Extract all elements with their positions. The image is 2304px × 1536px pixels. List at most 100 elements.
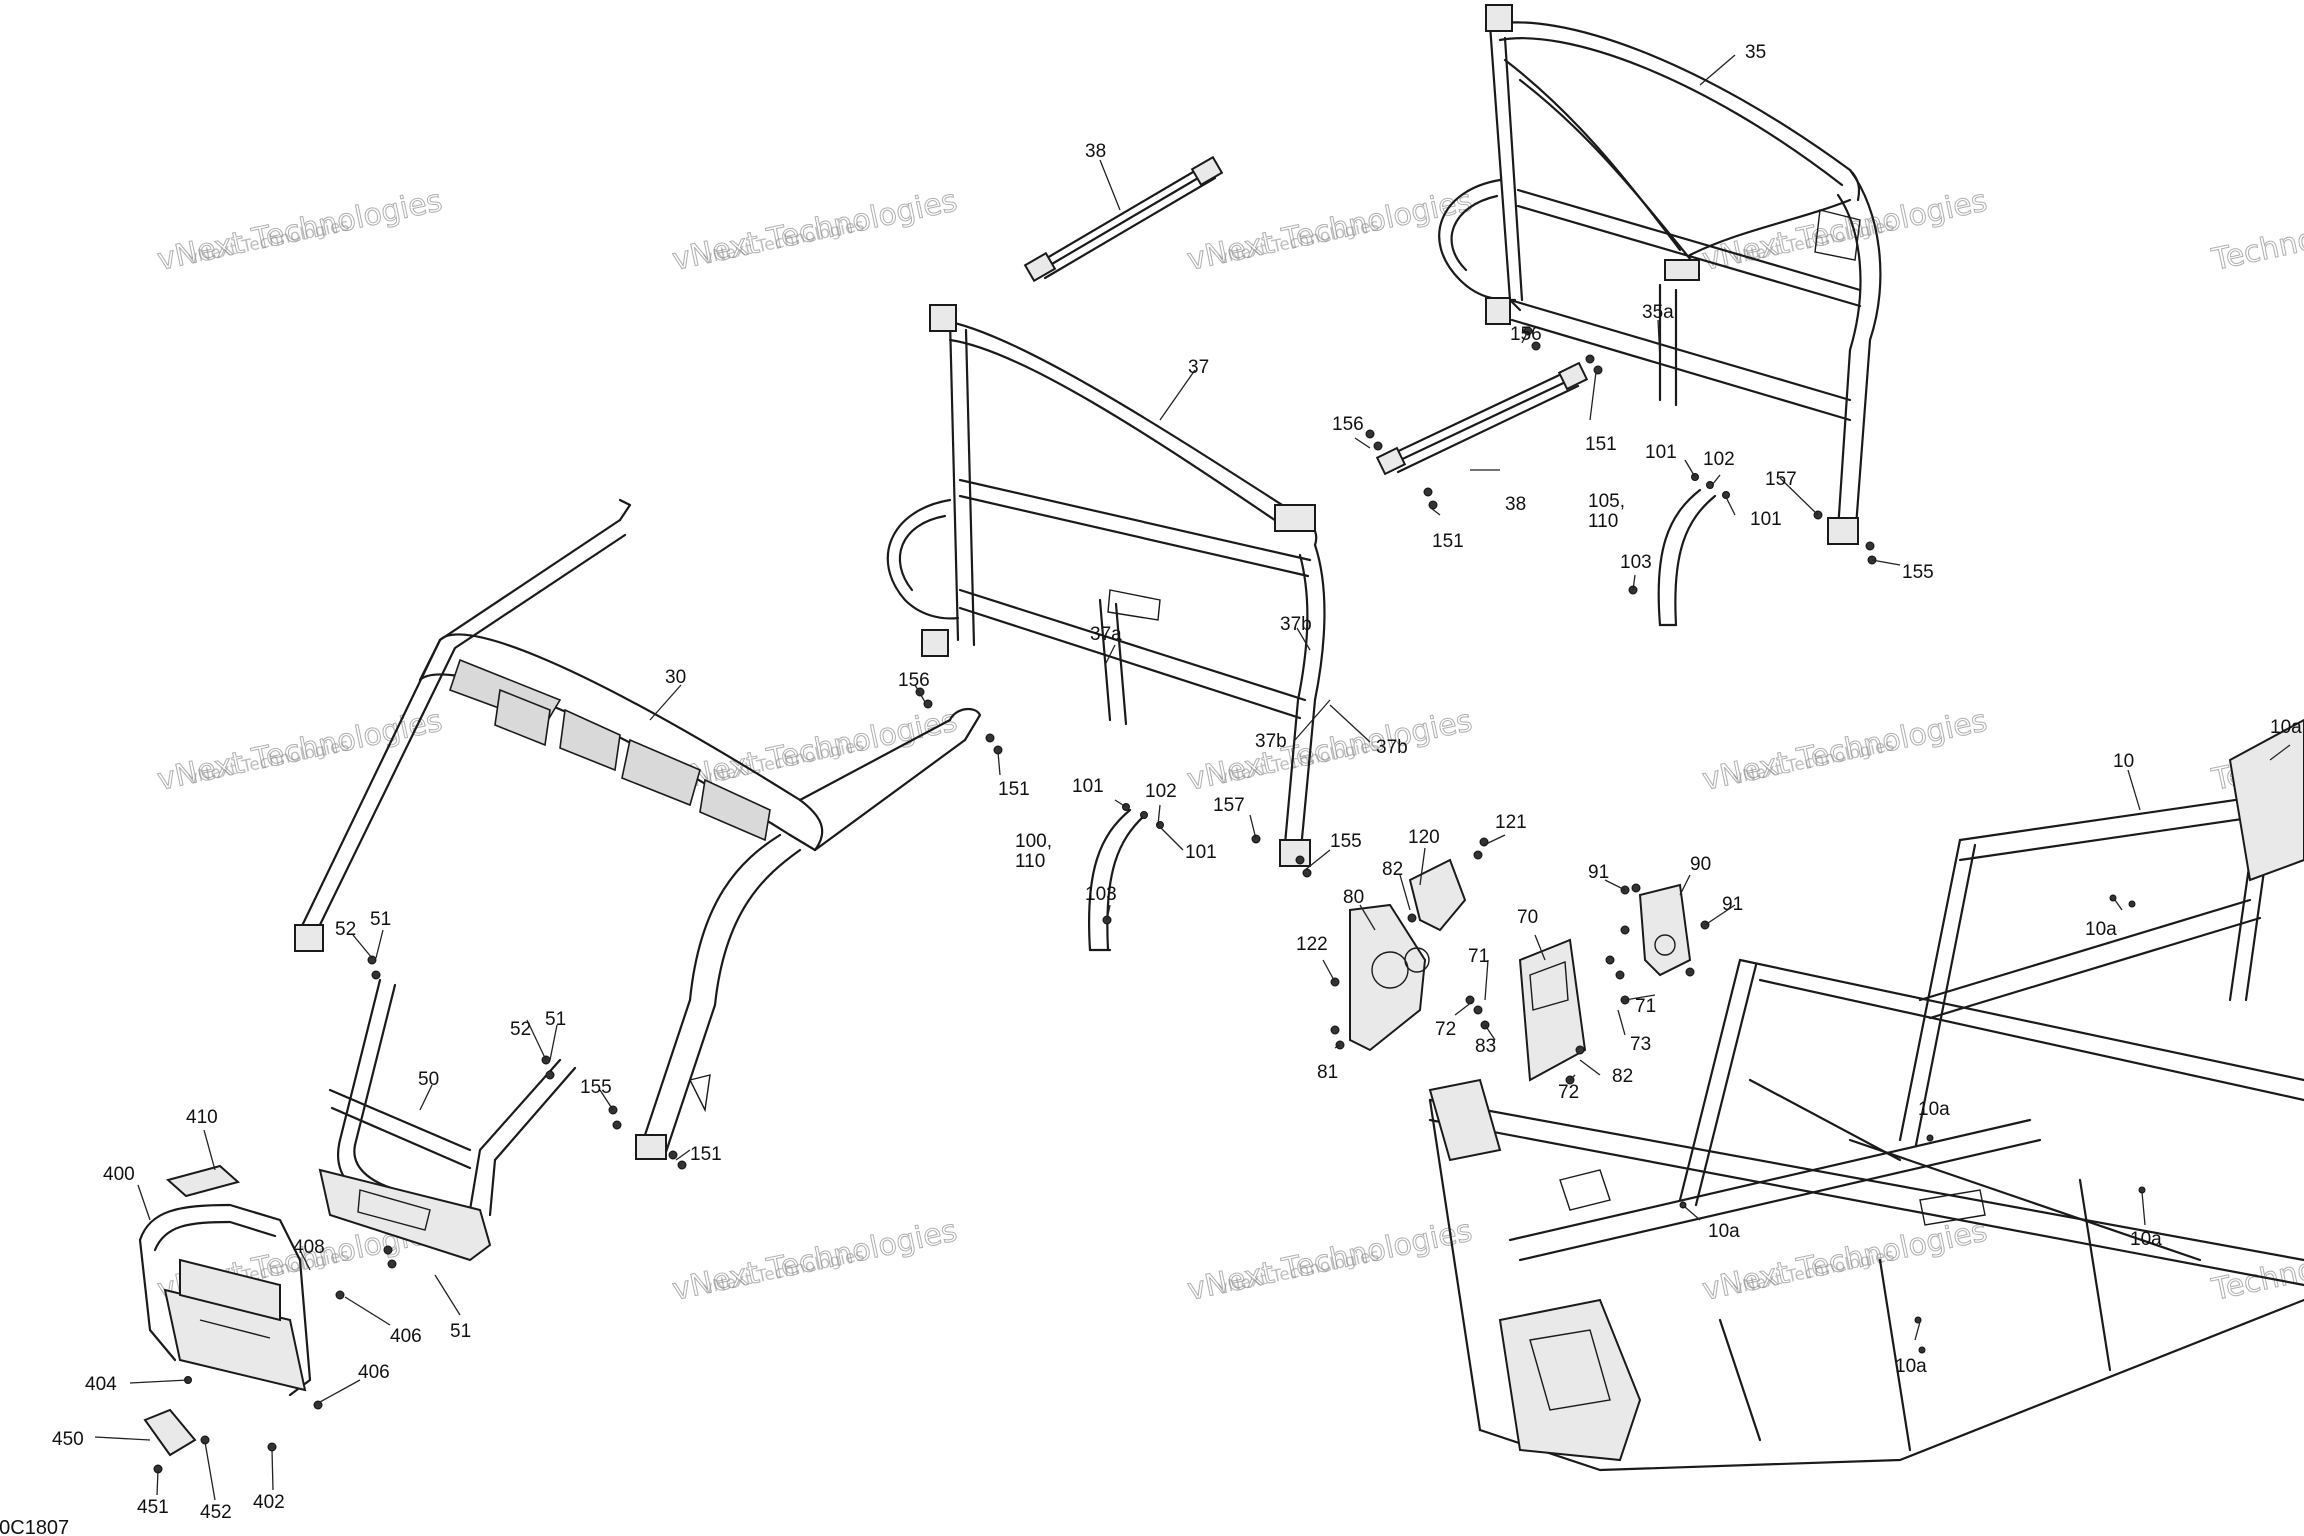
callout-404[interactable]: 404 xyxy=(85,1374,117,1395)
callout-51-c[interactable]: 51 xyxy=(450,1321,471,1342)
callout-52-a[interactable]: 52 xyxy=(335,919,356,940)
fastener[interactable] xyxy=(1722,491,1730,499)
callout-81[interactable]: 81 xyxy=(1317,1062,1338,1083)
fastener[interactable] xyxy=(2109,894,2117,902)
fastener[interactable] xyxy=(1620,925,1630,935)
part-100-grab-handle[interactable] xyxy=(1087,808,1147,952)
callout-151-d[interactable]: 151 xyxy=(690,1144,722,1165)
part-410-plate[interactable] xyxy=(165,1164,241,1198)
fastener[interactable] xyxy=(1407,913,1417,923)
fastener[interactable] xyxy=(1605,955,1615,965)
part-35-rear-cage[interactable] xyxy=(1438,4,1882,545)
callout-37b-1[interactable]: 37b xyxy=(1280,614,1312,635)
callout-51-a[interactable]: 51 xyxy=(370,909,391,930)
fastener[interactable] xyxy=(677,1160,687,1170)
fastener[interactable] xyxy=(1473,850,1483,860)
callout-72-a[interactable]: 72 xyxy=(1435,1019,1456,1040)
fastener[interactable] xyxy=(1302,868,1312,878)
callout-400[interactable]: 400 xyxy=(103,1164,135,1185)
fastener[interactable] xyxy=(313,1400,323,1410)
fastener[interactable] xyxy=(1330,1025,1340,1035)
callout-71-b[interactable]: 71 xyxy=(1635,996,1656,1017)
fastener[interactable] xyxy=(1593,365,1603,375)
fastener[interactable] xyxy=(371,970,381,980)
callout-51-b[interactable]: 51 xyxy=(545,1009,566,1030)
fastener[interactable] xyxy=(1685,967,1695,977)
part-80-bracket[interactable] xyxy=(1349,903,1430,1052)
fastener[interactable] xyxy=(1631,883,1641,893)
callout-101-a[interactable]: 101 xyxy=(1645,442,1677,463)
callout-156-c[interactable]: 156 xyxy=(898,670,930,691)
callout-157-b[interactable]: 157 xyxy=(1213,795,1245,816)
callout-100-110[interactable]: 100,110 xyxy=(1015,831,1052,872)
callout-156-b[interactable]: 156 xyxy=(1332,414,1364,435)
part-450-bracket[interactable] xyxy=(143,1408,197,1457)
part-400-front-bumper[interactable] xyxy=(138,1203,312,1397)
callout-151-a[interactable]: 151 xyxy=(1585,434,1617,455)
fastener[interactable] xyxy=(1585,354,1595,364)
fastener[interactable] xyxy=(367,955,377,965)
part-70-bracket[interactable] xyxy=(1518,938,1587,1082)
callout-82-a[interactable]: 82 xyxy=(1382,859,1403,880)
callout-157-a[interactable]: 157 xyxy=(1765,469,1797,490)
fastener[interactable] xyxy=(612,1120,622,1130)
fastener[interactable] xyxy=(1706,481,1714,489)
part-120-bracket[interactable] xyxy=(1408,858,1467,932)
callout-101-d[interactable]: 101 xyxy=(1185,842,1217,863)
callout-120[interactable]: 120 xyxy=(1408,827,1440,848)
callout-408[interactable]: 408 xyxy=(293,1237,325,1258)
fastener[interactable] xyxy=(1926,1134,1934,1142)
callout-101-c[interactable]: 101 xyxy=(1072,776,1104,797)
callout-151-c[interactable]: 151 xyxy=(998,779,1030,800)
callout-37b-2[interactable]: 37b xyxy=(1255,731,1287,752)
fastener[interactable] xyxy=(383,1245,393,1255)
callout-10a-2[interactable]: 10a xyxy=(2085,919,2117,940)
callout-50[interactable]: 50 xyxy=(418,1069,439,1090)
callout-450[interactable]: 450 xyxy=(52,1429,84,1450)
callout-10[interactable]: 10 xyxy=(2113,751,2134,772)
callout-73[interactable]: 73 xyxy=(1630,1034,1651,1055)
callout-121[interactable]: 121 xyxy=(1495,812,1527,833)
fastener[interactable] xyxy=(923,699,933,709)
callout-37b-3[interactable]: 37b xyxy=(1376,737,1408,758)
callout-10a-1[interactable]: 10a xyxy=(2270,717,2302,738)
callout-155-a[interactable]: 155 xyxy=(1902,562,1934,583)
fastener[interactable] xyxy=(668,1150,678,1160)
part-38-upper-bar[interactable] xyxy=(1023,155,1224,283)
callout-80[interactable]: 80 xyxy=(1343,887,1364,908)
part-30-front-rops[interactable] xyxy=(294,498,982,1160)
callout-35[interactable]: 35 xyxy=(1745,42,1766,63)
callout-101-b[interactable]: 101 xyxy=(1750,509,1782,530)
callout-156-a[interactable]: 156 xyxy=(1510,324,1542,345)
callout-102-a[interactable]: 102 xyxy=(1703,449,1735,470)
callout-37a[interactable]: 37a xyxy=(1090,624,1122,645)
fastener[interactable] xyxy=(1423,487,1433,497)
part-90-bracket[interactable] xyxy=(1638,883,1692,977)
callout-451[interactable]: 451 xyxy=(137,1497,169,1518)
callout-35a[interactable]: 35a xyxy=(1642,302,1674,323)
fastener[interactable] xyxy=(1679,1201,1687,1209)
fastener[interactable] xyxy=(1140,811,1148,819)
callout-83[interactable]: 83 xyxy=(1475,1036,1496,1057)
callout-151-b[interactable]: 151 xyxy=(1432,531,1464,552)
part-10-main-frame[interactable] xyxy=(1428,718,2304,1472)
callout-410[interactable]: 410 xyxy=(186,1107,218,1128)
fastener[interactable] xyxy=(1575,1045,1585,1055)
callout-10a-4[interactable]: 10a xyxy=(1708,1221,1740,1242)
part-38-lower-bar[interactable] xyxy=(1375,361,1589,476)
callout-155-c[interactable]: 155 xyxy=(580,1077,612,1098)
callout-10a-3[interactable]: 10a xyxy=(1918,1099,1950,1120)
fastener[interactable] xyxy=(267,1442,277,1452)
callout-70[interactable]: 70 xyxy=(1517,907,1538,928)
fastener[interactable] xyxy=(1865,541,1875,551)
callout-38-mid[interactable]: 38 xyxy=(1505,494,1526,515)
callout-10a-6[interactable]: 10a xyxy=(1895,1356,1927,1377)
callout-103-a[interactable]: 103 xyxy=(1620,552,1652,573)
part-105-grab-handle[interactable] xyxy=(1657,488,1717,627)
part-37-middle-cage[interactable] xyxy=(886,304,1326,867)
fastener[interactable] xyxy=(1531,341,1541,351)
callout-37[interactable]: 37 xyxy=(1188,357,1209,378)
callout-103-b[interactable]: 103 xyxy=(1085,884,1117,905)
callout-155-b[interactable]: 155 xyxy=(1330,831,1362,852)
fastener[interactable] xyxy=(335,1290,345,1300)
